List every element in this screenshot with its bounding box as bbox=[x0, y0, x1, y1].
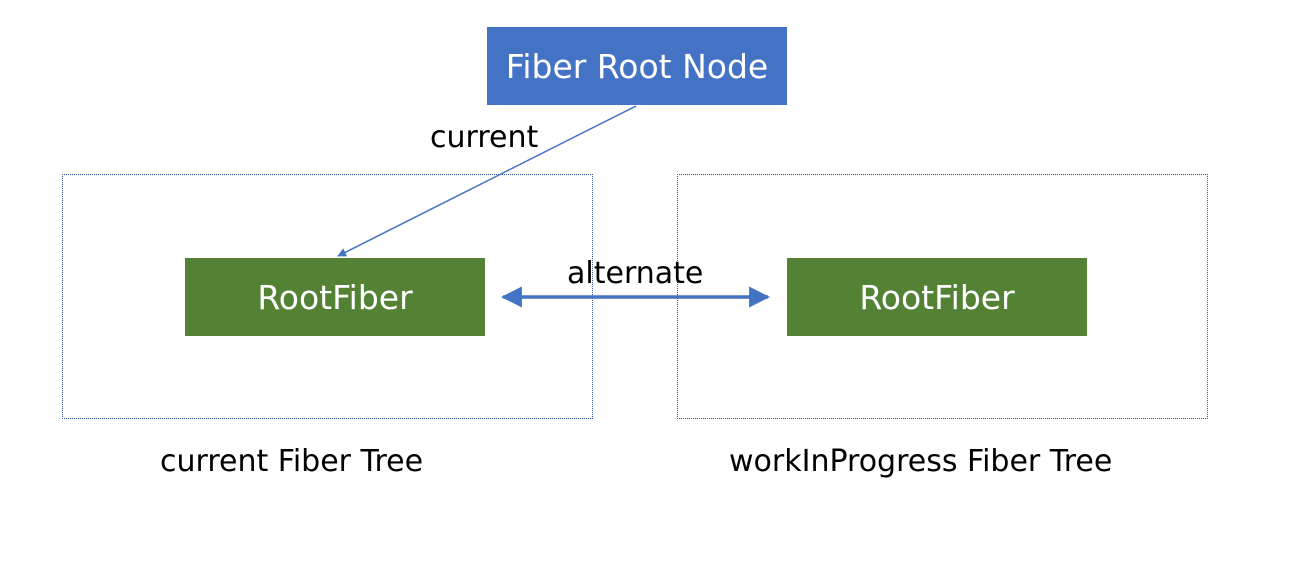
fiber-root-node-label: Fiber Root Node bbox=[505, 46, 769, 86]
wip-root-fiber-node: RootFiber bbox=[787, 258, 1087, 336]
current-fiber-tree-caption: current Fiber Tree bbox=[160, 444, 424, 479]
fiber-root-node: Fiber Root Node bbox=[487, 27, 787, 105]
current-root-fiber-node: RootFiber bbox=[185, 258, 485, 336]
alternate-edge-label: alternate bbox=[567, 256, 704, 291]
wip-root-fiber-label: RootFiber bbox=[859, 277, 1015, 317]
current-root-fiber-label: RootFiber bbox=[257, 277, 413, 317]
current-edge-label: current bbox=[430, 120, 539, 155]
work-in-progress-fiber-tree-caption: workInProgress Fiber Tree bbox=[729, 444, 1113, 479]
